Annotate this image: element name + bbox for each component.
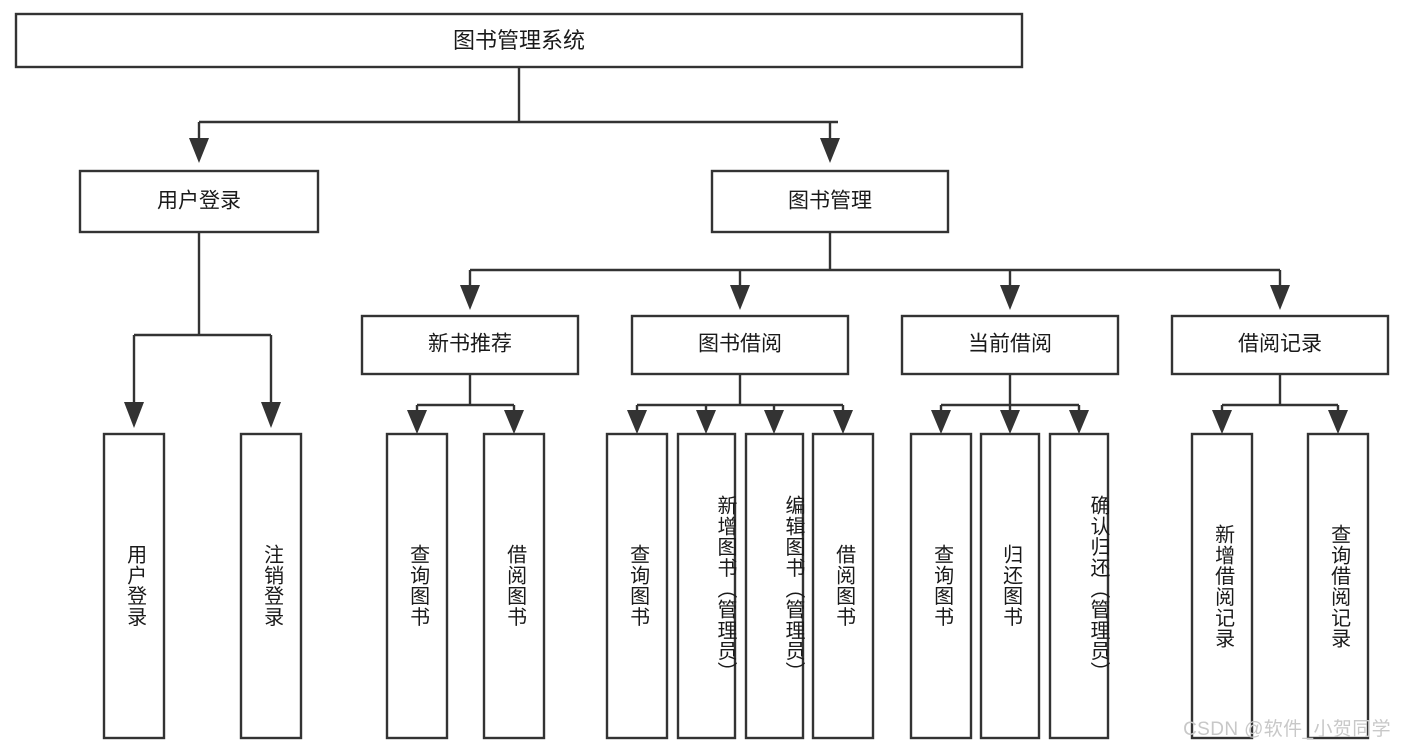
node-borrow-record[interactable]: 借阅记录	[1170, 314, 1390, 376]
node-leaf-query-book-c-box[interactable]	[909, 432, 973, 740]
arrow-current-borrow-leaf-2	[1000, 410, 1020, 434]
arrow-book-manage-to-book-borrow	[730, 285, 750, 310]
leaf-box-layer	[102, 432, 1370, 740]
node-leaf-query-book-b-box[interactable]	[605, 432, 669, 740]
node-current-borrow-box[interactable]	[900, 314, 1120, 376]
node-new-book-rec-label: 新书推荐	[428, 333, 512, 356]
node-new-book-rec-box[interactable]	[360, 314, 580, 376]
arrow-root-to-user-login	[189, 138, 209, 163]
arrow-book-borrow-leaf-1	[627, 410, 647, 434]
node-leaf-logout-box[interactable]	[239, 432, 303, 740]
arrow-book-borrow-leaf-4	[833, 410, 853, 434]
arrow-new-book-rec-leaf-2	[504, 410, 524, 434]
node-new-book-rec[interactable]: 新书推荐	[360, 314, 580, 376]
arrow-user-login-leaf-2	[261, 402, 281, 428]
node-borrow-record-label: 借阅记录	[1238, 333, 1322, 356]
node-borrow-record-box[interactable]	[1170, 314, 1390, 376]
node-book-borrow-label: 图书借阅	[698, 333, 782, 356]
node-user-login-box[interactable]	[78, 169, 320, 234]
node-leaf-add-record-box[interactable]	[1190, 432, 1254, 740]
arrow-book-borrow-leaf-2	[696, 410, 716, 434]
node-root-box[interactable]	[14, 12, 1024, 69]
node-leaf-query-record-box[interactable]	[1306, 432, 1370, 740]
node-leaf-borrow-book-b-box[interactable]	[811, 432, 875, 740]
node-book-borrow-box[interactable]	[630, 314, 850, 376]
node-current-borrow[interactable]: 当前借阅	[900, 314, 1120, 376]
node-user-login-label: 用户登录	[157, 190, 241, 213]
node-leaf-add-book-admin-box[interactable]	[676, 432, 737, 740]
csdn-watermark: CSDN @软件_小贺同学	[1183, 719, 1391, 740]
arrow-user-login-leaf-1	[124, 402, 144, 428]
node-book-manage[interactable]: 图书管理	[710, 169, 950, 234]
node-leaf-user-login-box[interactable]	[102, 432, 166, 740]
node-book-manage-label: 图书管理	[788, 190, 872, 213]
arrow-book-manage-to-current-borrow	[1000, 285, 1020, 310]
node-book-manage-box[interactable]	[710, 169, 950, 234]
node-book-borrow[interactable]: 图书借阅	[630, 314, 850, 376]
node-leaf-query-book-a-box[interactable]	[385, 432, 449, 740]
arrow-borrow-record-leaf-1	[1212, 410, 1232, 434]
arrow-borrow-record-leaf-2	[1328, 410, 1348, 434]
node-leaf-confirm-return-admin-box[interactable]	[1048, 432, 1110, 740]
arrow-current-borrow-leaf-1	[931, 410, 951, 434]
arrow-book-manage-to-new-book-rec	[460, 285, 480, 310]
arrow-current-borrow-leaf-3	[1069, 410, 1089, 434]
node-leaf-borrow-book-a-box[interactable]	[482, 432, 546, 740]
arrow-new-book-rec-leaf-1	[407, 410, 427, 434]
node-root-label: 图书管理系统	[453, 28, 585, 53]
node-leaf-return-book-box[interactable]	[979, 432, 1041, 740]
arrow-root-to-book-manage	[820, 138, 840, 163]
node-root[interactable]: 图书管理系统	[14, 12, 1024, 69]
arrow-book-borrow-leaf-3	[764, 410, 784, 434]
node-user-login[interactable]: 用户登录	[78, 169, 320, 234]
node-current-borrow-label: 当前借阅	[968, 333, 1052, 356]
connector-layer	[124, 67, 1348, 434]
node-leaf-edit-book-admin-box[interactable]	[744, 432, 805, 740]
arrow-book-manage-to-borrow-record	[1270, 285, 1290, 310]
